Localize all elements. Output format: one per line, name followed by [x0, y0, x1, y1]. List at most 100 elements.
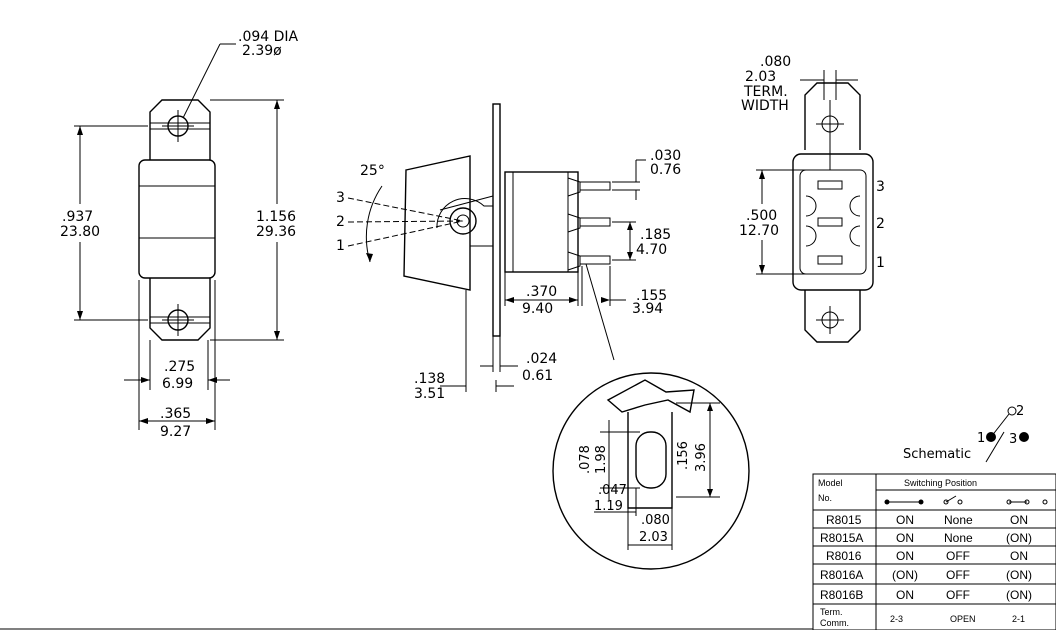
model-header: Model [818, 478, 843, 488]
terminal-pin [579, 181, 611, 191]
row-3-c1: (ON) [892, 568, 918, 582]
terminal-head [606, 379, 695, 414]
row-1-c3: (ON) [1006, 531, 1032, 545]
panel-mm: 0.61 [522, 368, 553, 384]
term-label: TERM. [743, 84, 788, 100]
panel-in: .024 [526, 351, 557, 367]
term-width-mm: 2.03 [745, 69, 776, 85]
body-width-mm: 6.99 [162, 376, 193, 392]
rocker-actuator [403, 155, 471, 291]
row-4-model: R8016B [820, 588, 863, 602]
row-0-c1: ON [896, 513, 914, 527]
row-0-model: R8015 [826, 513, 862, 527]
front-view: .094 DIA 2.39ø .937 23.80 1.156 29.36 .2… [60, 29, 299, 440]
terminal-3-label: 3 [876, 179, 885, 195]
row-3-model: R8016A [820, 568, 863, 582]
body-width-in: .275 [164, 359, 195, 375]
row-2-c1: ON [896, 549, 914, 563]
lower-mounting-tab [149, 278, 211, 341]
row-4-c1: ON [896, 588, 914, 602]
pin-thk-in: .030 [650, 148, 681, 164]
term-len-mm: 3.96 [694, 443, 709, 472]
detail-circle [552, 372, 750, 570]
pin-len-in: .155 [636, 288, 667, 304]
lower-tab [804, 290, 861, 343]
slot-w-in: .047 [598, 483, 627, 498]
pitch-in: .937 [62, 209, 93, 225]
terminal-pin [579, 217, 611, 227]
side-view: 3 2 1 25° .030 0.76 .185 4.70 .370 9.40 … [336, 103, 681, 402]
row-1-model: R8015A [820, 531, 863, 545]
term-w-mm: 2.03 [639, 530, 668, 545]
terminal-slot-hole [635, 431, 667, 489]
terminal-stem [627, 412, 673, 509]
slot-len-mm: 1.98 [594, 445, 609, 474]
term-comm-label-2: Comm. [820, 618, 849, 628]
length-in: 1.156 [256, 209, 296, 225]
pin-pitch-in: .185 [640, 227, 671, 243]
hole-dia-mm: 2.39ø [242, 43, 282, 59]
schematic-node-3: 3 [1009, 432, 1017, 447]
row-0-c3: ON [1010, 513, 1028, 527]
spacing-in: .500 [746, 208, 777, 224]
pitch-mm: 23.80 [60, 224, 100, 240]
position-3-label: 3 [336, 190, 345, 206]
term-w-in: .080 [641, 513, 670, 528]
terminal-1-label: 1 [876, 255, 885, 271]
width-in: .365 [160, 406, 191, 422]
term-width-in: .080 [760, 54, 791, 70]
width-label: WIDTH [741, 98, 789, 114]
term-comm-c2: OPEN [950, 614, 976, 624]
row-3-c2: OFF [946, 568, 970, 582]
row-2-c2: OFF [946, 549, 970, 563]
body-len-mm: 9.40 [522, 301, 553, 317]
end-body [792, 153, 874, 291]
position-2-label: 2 [336, 214, 345, 230]
pin-len-mm: 3.94 [632, 301, 663, 317]
row-2-c3: ON [1010, 549, 1028, 563]
body-len-in: .370 [526, 284, 557, 300]
pin-pitch-mm: 4.70 [636, 242, 667, 258]
bushing-in: .138 [414, 371, 445, 387]
schematic-node-2: 2 [1016, 404, 1024, 419]
row-4-c3: (ON) [1006, 588, 1032, 602]
term-comm-label-1: Term. [820, 607, 843, 617]
upper-tab [804, 82, 861, 150]
hole-dia-in: .094 DIA [238, 29, 299, 45]
switching-header: Switching Position [904, 478, 977, 488]
terminal-2-label: 2 [876, 216, 885, 232]
width-mm: 9.27 [160, 424, 191, 440]
switching-table: Model No. Switching Position R8015 ON No… [812, 473, 1056, 630]
side-body [504, 171, 579, 273]
row-1-c1: ON [896, 531, 914, 545]
terminal-pin [579, 255, 611, 265]
terminal-slot [817, 180, 843, 190]
row-3-c3: (ON) [1006, 568, 1032, 582]
end-view: .080 2.03 TERM. WIDTH .500 12.70 3 2 1 [739, 54, 885, 343]
row-1-c2: None [944, 531, 973, 545]
terminal-detail: .156 3.96 .078 1.98 .047 1.19 .080 2.03 [552, 372, 750, 570]
upper-mounting-tab [149, 99, 211, 160]
bushing-mm: 3.51 [414, 386, 445, 402]
schematic-node-1: 1 [977, 431, 985, 446]
slot-w-mm: 1.19 [594, 499, 623, 514]
no-header: No. [818, 493, 832, 503]
switch-symbols [884, 495, 1048, 505]
row-2-model: R8016 [826, 549, 862, 563]
spacing-mm: 12.70 [739, 223, 779, 239]
row-4-c2: OFF [946, 588, 970, 602]
position-1-label: 1 [336, 238, 345, 254]
terminal-slot [817, 255, 843, 265]
slot-len-in: .078 [578, 445, 593, 474]
term-comm-c1: 2-3 [890, 614, 903, 624]
switch-body [138, 159, 216, 279]
length-mm: 29.36 [256, 224, 296, 240]
schematic-label: Schematic [903, 447, 971, 462]
terminal-slot [817, 217, 843, 227]
angle-label: 25° [360, 163, 385, 179]
term-comm-c3: 2-1 [1012, 614, 1025, 624]
schematic: Schematic 1 2 3 [903, 404, 1029, 463]
row-0-c2: None [944, 513, 973, 527]
term-len-in: .156 [676, 441, 691, 470]
